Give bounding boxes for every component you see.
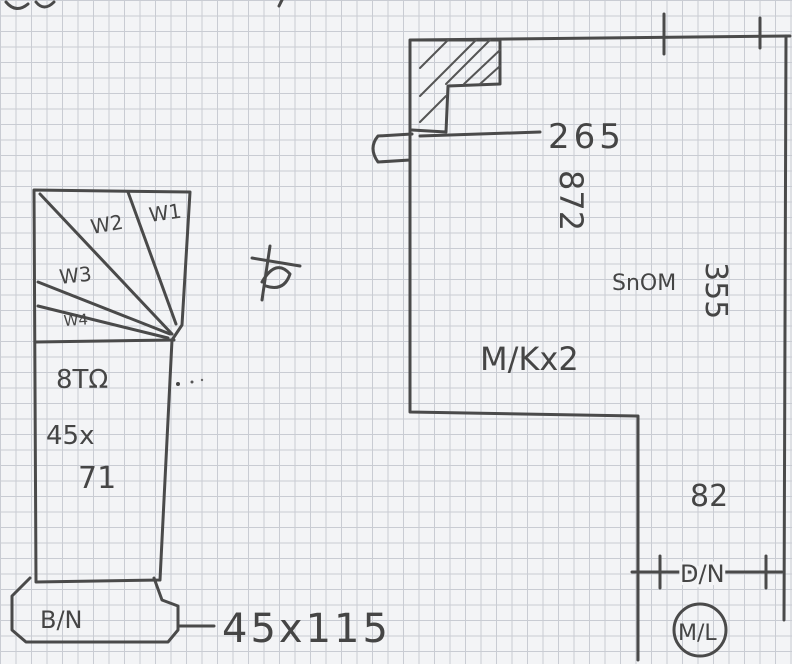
dim-355: 355 [698,262,733,319]
label-w2: W2 [89,210,125,239]
label-w1: W1 [147,199,183,227]
hatched-shaft [410,38,502,134]
winder-line-3 [36,280,172,336]
winder-line-4 [36,304,170,340]
leader-265-hook [371,132,414,164]
circle-tag-ring [672,602,728,658]
dim-872: 872 [552,170,590,231]
stair-dims-2: 71 [78,461,116,496]
landing-outline [10,576,180,644]
circle-tag: M/L [678,621,717,646]
dot-marks [176,378,204,386]
dim-82: 82 [690,479,728,514]
door-marker [630,554,784,590]
label-w4: W4 [63,310,89,330]
room-code: SnOM [612,271,676,296]
room-label: M/Kx2 [480,340,579,378]
stair-divider [34,338,176,344]
top-mark [277,0,284,8]
door-tag: D/N [680,560,725,588]
landing-dims: 45x115 [222,606,391,652]
dim-265: 265 [548,117,625,157]
landing-tag: B/N [40,606,83,634]
label-w3: W3 [58,262,93,289]
leader-265 [418,130,542,138]
stair-section: W1 W2 W3 W4 8TΩ 45x 71 B/N 45x115 [10,188,391,652]
top-scribble [4,0,56,10]
room-section: 265 872 SnOM 355 M/Kx2 82 D/N M/L [371,12,792,662]
room-right-wall [782,34,788,622]
winder-line-1 [38,192,174,336]
star-symbol [250,244,302,302]
winder-line-2 [126,190,178,326]
stair-code: 8TΩ [56,365,108,395]
stair-dims-1: 45x [46,421,94,451]
